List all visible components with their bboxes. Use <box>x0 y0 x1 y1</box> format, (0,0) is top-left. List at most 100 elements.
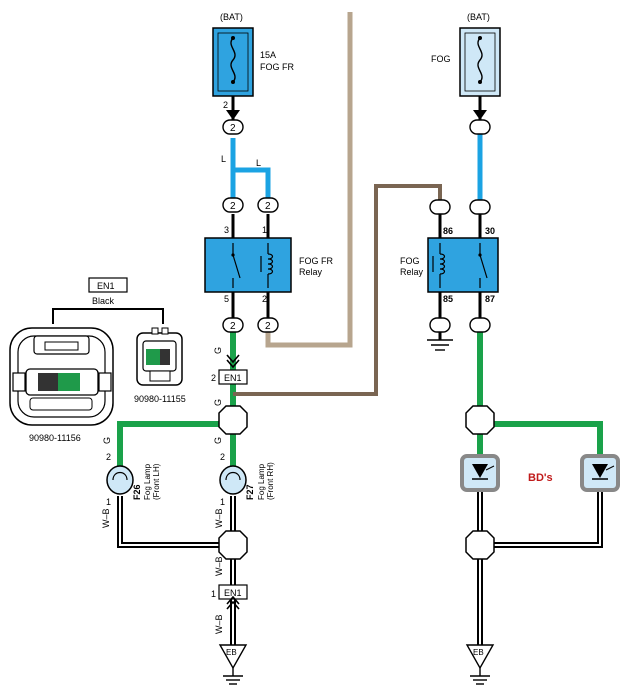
pin-label: 1 <box>106 497 111 507</box>
wire-label-wb: W–B <box>101 508 111 528</box>
fog-fr-relay <box>204 237 292 293</box>
lamp-rh-code: F27 <box>245 484 255 500</box>
lamp-rh-line2: (Front RH) <box>266 462 275 500</box>
splice-junction <box>218 530 248 560</box>
diode-icon <box>472 464 495 480</box>
lamp-filament-icon <box>225 471 241 481</box>
wb-wire-branch-right <box>480 490 603 548</box>
green-wire-to-lh-lamp <box>117 421 233 470</box>
brown-wire <box>233 184 442 396</box>
part-number-a: 90980-11156 <box>29 433 81 443</box>
en1-connector-lower <box>218 584 248 600</box>
wire-label-g: G <box>213 399 223 406</box>
pin-label: 2 <box>223 100 228 110</box>
left-fuse-supply: (BAT) <box>220 12 243 22</box>
en1-connector <box>218 369 248 385</box>
wire-label-wb: W–B <box>214 614 224 634</box>
part-number-b: 90980-11155 <box>134 394 186 404</box>
relay-pin: 2 <box>262 294 267 304</box>
splice-junction <box>465 530 495 560</box>
relay-pin: 85 <box>443 294 453 304</box>
connector-90980-11155 <box>136 327 183 386</box>
diode-icon <box>592 464 615 480</box>
terminal <box>429 317 451 333</box>
right-relay-name-1: FOG <box>400 256 420 266</box>
blue-wire-branch <box>233 167 271 198</box>
wire-label-g: G <box>102 437 112 444</box>
fuse-element-icon <box>477 37 483 83</box>
pin-label: 1 <box>211 589 216 599</box>
en1-color-label: Black <box>92 296 115 306</box>
connector-90980-11156 <box>9 327 114 426</box>
connector-bracket <box>52 308 164 324</box>
lamp-lh-line1: Fog Lamp <box>143 463 152 500</box>
lamp-lh-code: F26 <box>132 484 142 500</box>
relay-pin: 30 <box>485 226 495 236</box>
splice-junction <box>465 405 495 435</box>
wire-label-l: L <box>221 154 226 164</box>
en1-connector-tag <box>88 277 128 293</box>
chevron-up-icon <box>226 595 240 610</box>
wire-label-g: G <box>213 437 223 444</box>
chevron-down-icon <box>226 354 240 369</box>
terminal <box>257 317 279 333</box>
wire-label-wb: W–B <box>214 508 224 528</box>
relay-switch-icon <box>231 243 241 288</box>
relay-pin: 1 <box>262 225 267 235</box>
arrow-down-icon <box>473 110 487 120</box>
en1-tag-label: EN1 <box>97 281 115 291</box>
terminal <box>469 317 491 333</box>
en1-label: EN1 <box>224 373 242 383</box>
terminal <box>222 119 244 135</box>
left-relay-name-1: FOG FR <box>299 256 333 266</box>
relay-pin: 86 <box>443 226 453 236</box>
fog-relay <box>427 237 499 293</box>
left-fuse <box>212 27 254 97</box>
right-relay-name-2: Relay <box>400 267 424 277</box>
terminal-number: 2 <box>265 321 271 332</box>
arrow-down-icon <box>226 110 240 120</box>
tan-wire <box>265 12 353 348</box>
lamp-rh-line1: Fog Lamp <box>257 463 266 500</box>
terminal <box>469 199 491 215</box>
terminal <box>257 197 279 213</box>
wire-label-g: G <box>213 347 223 354</box>
relay-coil-icon <box>260 243 274 288</box>
wire-label-wb: W–B <box>214 556 224 576</box>
terminal <box>222 197 244 213</box>
pin-label: 2 <box>220 452 225 462</box>
lamp-filament-icon <box>112 471 128 481</box>
ground-label: EB <box>473 648 484 657</box>
terminal <box>429 199 451 215</box>
relay-coil-icon <box>432 243 446 288</box>
fuse-element-icon <box>230 37 236 83</box>
splice-junction <box>218 405 248 435</box>
terminal-number: 2 <box>230 123 236 134</box>
fog-lamp-rh <box>219 465 247 495</box>
ground-eb-right <box>465 644 495 670</box>
terminal <box>469 119 491 135</box>
pin-label: 1 <box>220 497 225 507</box>
right-fuse-supply: (BAT) <box>467 12 490 22</box>
en1-label: EN1 <box>224 588 242 598</box>
terminal-number: 2 <box>265 201 271 212</box>
relay-pin: 5 <box>224 294 229 304</box>
bd-label: BD's <box>528 472 553 484</box>
left-fuse-rating: 15A <box>260 50 276 60</box>
fog-lamp-lh <box>106 465 134 495</box>
ground-label: EB <box>226 648 237 657</box>
relay-pin: 87 <box>485 294 495 304</box>
green-wire-branch-right <box>480 421 603 455</box>
wire-label-l-branch: L <box>256 158 261 168</box>
pin-label: 2 <box>211 373 216 383</box>
right-fuse-name: FOG <box>431 54 451 64</box>
left-fuse-name: FOG FR <box>260 62 294 72</box>
pin-label: 2 <box>106 452 111 462</box>
terminal-number: 2 <box>230 321 236 332</box>
relay-pin: 3 <box>224 225 229 235</box>
terminal <box>222 317 244 333</box>
ground-eb-left <box>218 644 248 670</box>
relay-switch-icon <box>478 243 488 288</box>
lamp-lh-line2: (Front LH) <box>152 463 161 500</box>
